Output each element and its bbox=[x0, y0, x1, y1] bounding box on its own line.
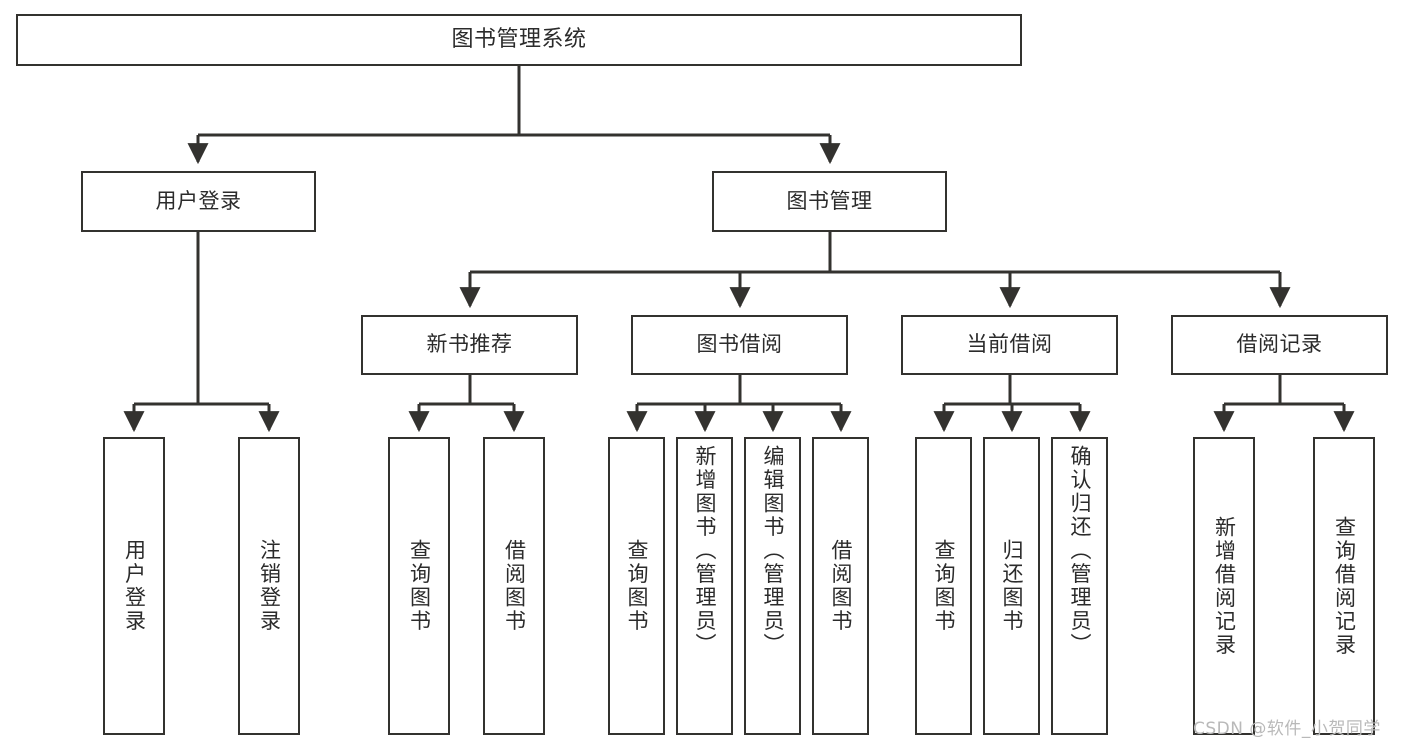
node-current-borrow[interactable]: 当前借阅 bbox=[901, 315, 1118, 375]
node-label: 注销登录 bbox=[257, 539, 282, 633]
node-label: 当前借阅 bbox=[966, 332, 1053, 357]
node-label: 图书管理系统 bbox=[451, 26, 587, 52]
node-label: 借阅图书 bbox=[828, 539, 853, 633]
csdn-watermark: CSDN @软件_小贺同学 bbox=[1193, 719, 1381, 739]
node-label: 借阅记录 bbox=[1236, 332, 1323, 357]
leaf-user-login-logout[interactable]: 注销登录 bbox=[238, 437, 300, 735]
node-label: 查询借阅记录 bbox=[1332, 515, 1357, 657]
node-label: 新增借阅记录 bbox=[1212, 515, 1237, 657]
node-label: 用户登录 bbox=[122, 539, 147, 633]
node-label: 查询图书 bbox=[407, 539, 432, 633]
leaf-new-book-borrow[interactable]: 借阅图书 bbox=[483, 437, 545, 735]
leaf-book-borrow-edit-admin[interactable]: 编辑图书（管理员） bbox=[744, 437, 801, 735]
node-label: 图书借阅 bbox=[696, 332, 783, 357]
node-new-book-recommend[interactable]: 新书推荐 bbox=[361, 315, 578, 375]
leaf-current-borrow-confirm-admin[interactable]: 确认归还（管理员） bbox=[1051, 437, 1108, 735]
leaf-borrow-record-add[interactable]: 新增借阅记录 bbox=[1193, 437, 1255, 735]
node-label: 用户登录 bbox=[155, 188, 242, 213]
node-label: 归还图书 bbox=[999, 539, 1024, 633]
leaf-user-login-login[interactable]: 用户登录 bbox=[103, 437, 165, 735]
leaf-book-borrow-add-admin[interactable]: 新增图书（管理员） bbox=[676, 437, 733, 735]
node-book-borrow[interactable]: 图书借阅 bbox=[631, 315, 848, 375]
leaf-current-borrow-query[interactable]: 查询图书 bbox=[915, 437, 972, 735]
node-borrow-record[interactable]: 借阅记录 bbox=[1171, 315, 1388, 375]
leaf-new-book-query[interactable]: 查询图书 bbox=[388, 437, 450, 735]
node-label: 新增图书（管理员） bbox=[692, 445, 717, 657]
leaf-current-borrow-return[interactable]: 归还图书 bbox=[983, 437, 1040, 735]
leaf-borrow-record-query[interactable]: 查询借阅记录 bbox=[1313, 437, 1375, 735]
node-label: 新书推荐 bbox=[426, 332, 513, 357]
node-label: 图书管理 bbox=[786, 188, 873, 213]
node-label: 编辑图书（管理员） bbox=[760, 445, 785, 657]
node-label: 查询图书 bbox=[624, 539, 649, 633]
node-label: 借阅图书 bbox=[502, 539, 527, 633]
leaf-book-borrow-borrow[interactable]: 借阅图书 bbox=[812, 437, 869, 735]
node-label: 查询图书 bbox=[931, 539, 956, 633]
node-label: 确认归还（管理员） bbox=[1067, 445, 1092, 657]
node-user-login[interactable]: 用户登录 bbox=[81, 171, 316, 232]
leaf-book-borrow-query[interactable]: 查询图书 bbox=[608, 437, 665, 735]
node-book-management[interactable]: 图书管理 bbox=[712, 171, 947, 232]
node-root-book-management-system[interactable]: 图书管理系统 bbox=[16, 14, 1022, 66]
